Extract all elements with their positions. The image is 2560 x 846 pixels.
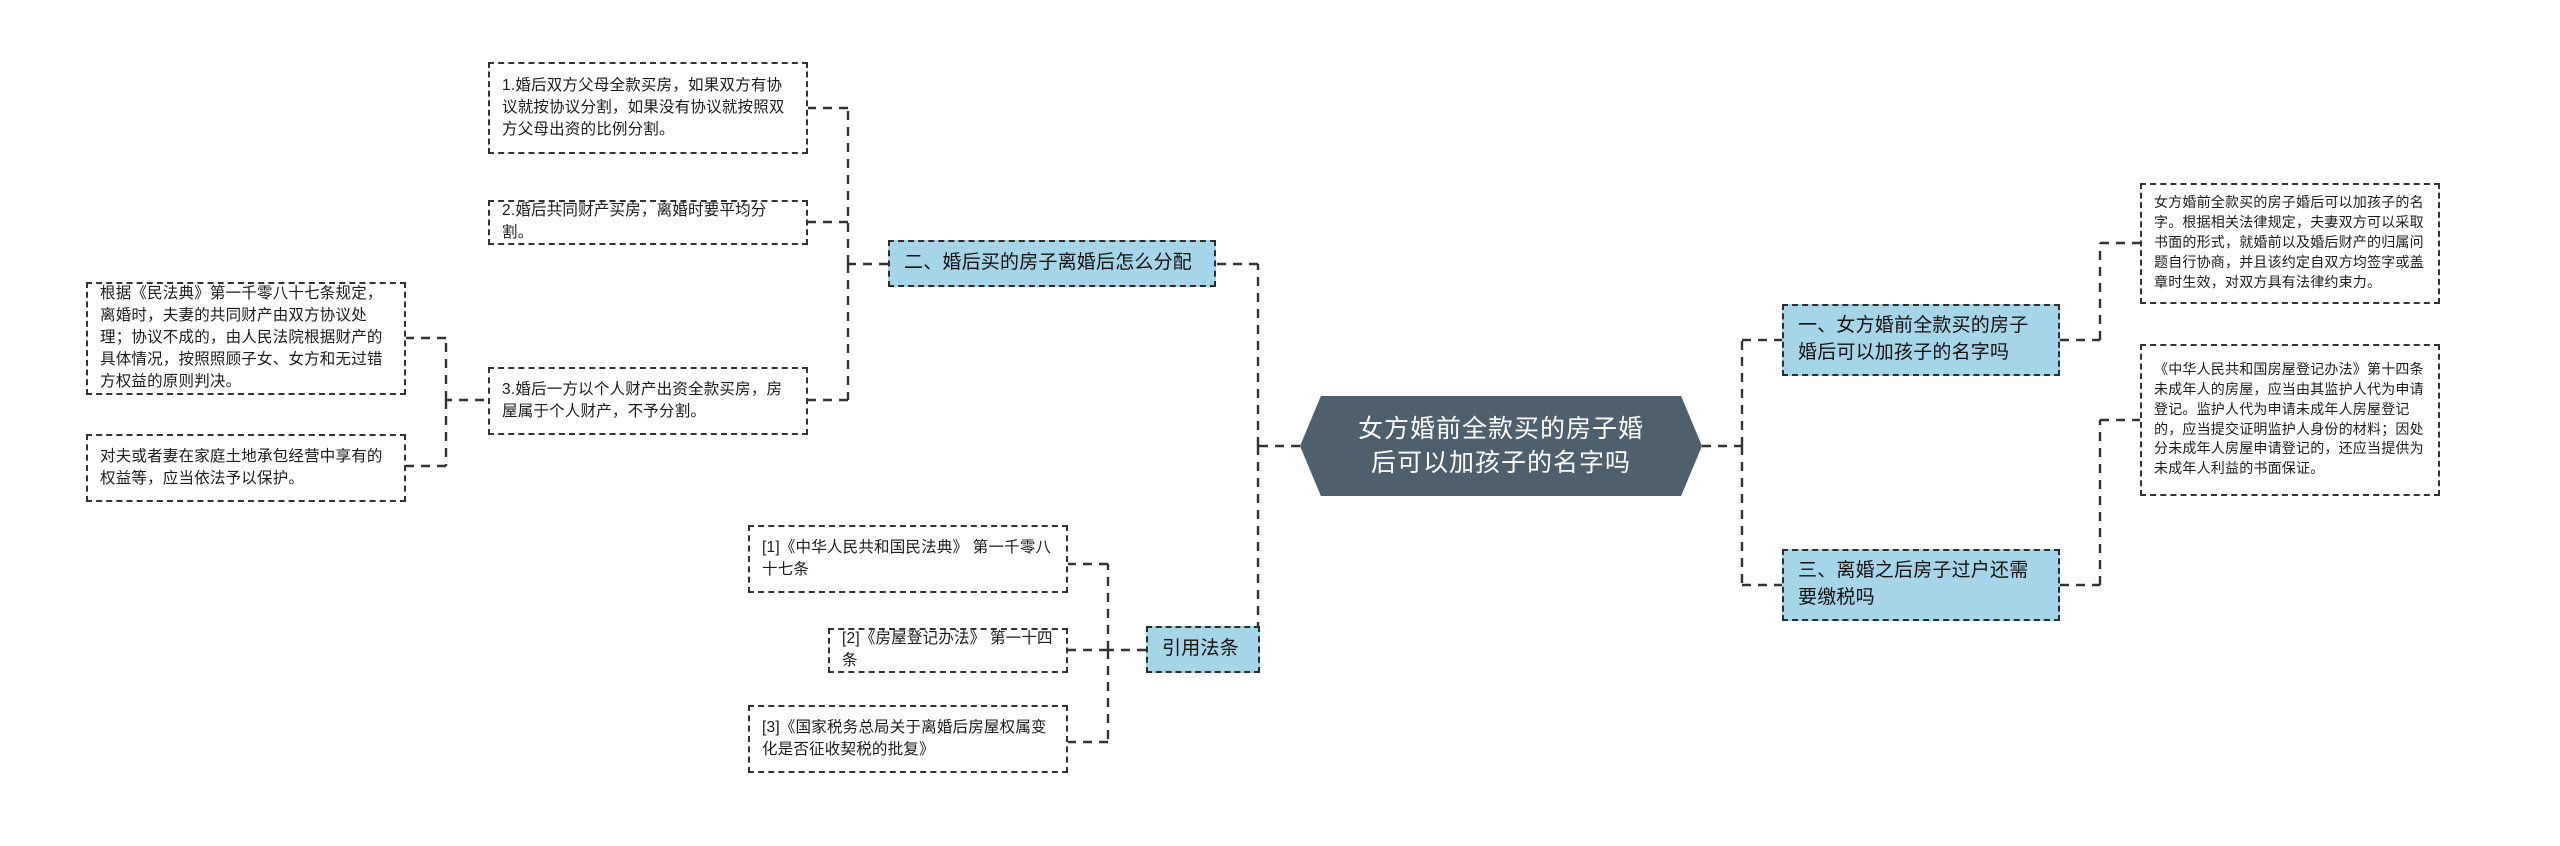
topic-node-left-2[interactable]: 引用法条 <box>1146 626 1260 673</box>
topic-node-right-2[interactable]: 三、离婚之后房子过户还需要缴税吗 <box>1782 549 2060 621</box>
detail-node-left-1-1[interactable]: 1.婚后双方父母全款买房，如果双方有协议就按协议分割，如果没有协议就按照双方父母… <box>488 62 808 154</box>
topic-node-left-1-label: 二、婚后买的房子离婚后怎么分配 <box>904 251 1193 273</box>
citation-node-2[interactable]: [2]《房屋登记办法》 第一十四条 <box>828 628 1068 673</box>
detail-node-left-1-1-text: 1.婚后双方父母全款买房，如果双方有协议就按协议分割，如果没有协议就按照双方父母… <box>502 76 785 138</box>
note-node-far-left-2-text: 对夫或者妻在家庭土地承包经营中享有的权益等，应当依法予以保护。 <box>100 447 383 487</box>
citation-node-1[interactable]: [1]《中华人民共和国民法典》 第一千零八十七条 <box>748 525 1068 593</box>
detail-node-right-2-1[interactable]: 《中华人民共和国房屋登记办法》第十四条未成年人的房屋，应当由其监护人代为申请登记… <box>2140 344 2440 496</box>
topic-node-right-2-label: 三、离婚之后房子过户还需要缴税吗 <box>1798 559 2029 608</box>
detail-node-left-1-2[interactable]: 2.婚后共同财产买房，离婚时要平均分割。 <box>488 200 808 245</box>
citation-node-3[interactable]: [3]《国家税务总局关于离婚后房屋权属变化是否征收契税的批复》 <box>748 705 1068 773</box>
citation-node-1-text: [1]《中华人民共和国民法典》 第一千零八十七条 <box>762 538 1052 578</box>
detail-node-right-1-1[interactable]: 女方婚前全款买的房子婚后可以加孩子的名字。根据相关法律规定，夫妻双方可以采取书面… <box>2140 183 2440 304</box>
note-node-far-left-2[interactable]: 对夫或者妻在家庭土地承包经营中享有的权益等，应当依法予以保护。 <box>86 434 406 502</box>
topic-node-left-2-label: 引用法条 <box>1162 637 1239 659</box>
detail-node-left-1-3-text: 3.婚后一方以个人财产出资全款买房，房屋属于个人财产，不予分割。 <box>502 380 783 420</box>
detail-node-right-2-1-text: 《中华人民共和国房屋登记办法》第十四条未成年人的房屋，应当由其监护人代为申请登记… <box>2154 360 2424 477</box>
detail-node-right-1-1-text: 女方婚前全款买的房子婚后可以加孩子的名字。根据相关法律规定，夫妻双方可以采取书面… <box>2154 194 2424 290</box>
citation-node-3-text: [3]《国家税务总局关于离婚后房屋权属变化是否征收契税的批复》 <box>762 718 1047 758</box>
topic-node-right-1-label: 一、女方婚前全款买的房子婚后可以加孩子的名字吗 <box>1798 314 2029 363</box>
root-node[interactable]: 女方婚前全款买的房子婚 后可以加孩子的名字吗 <box>1300 396 1702 496</box>
root-node-label: 女方婚前全款买的房子婚 后可以加孩子的名字吗 <box>1357 414 1644 478</box>
note-node-far-left-1-text: 根据《民法典》第一千零八十七条规定，离婚时，夫妻的共同财产由双方协议处理；协议不… <box>100 285 383 390</box>
topic-node-left-1[interactable]: 二、婚后买的房子离婚后怎么分配 <box>888 240 1216 287</box>
detail-node-left-1-2-text: 2.婚后共同财产买房，离婚时要平均分割。 <box>502 202 767 241</box>
citation-node-2-text: [2]《房屋登记办法》 第一十四条 <box>842 630 1053 669</box>
detail-node-left-1-3[interactable]: 3.婚后一方以个人财产出资全款买房，房屋属于个人财产，不予分割。 <box>488 367 808 435</box>
note-node-far-left-1[interactable]: 根据《民法典》第一千零八十七条规定，离婚时，夫妻的共同财产由双方协议处理；协议不… <box>86 282 406 395</box>
topic-node-right-1[interactable]: 一、女方婚前全款买的房子婚后可以加孩子的名字吗 <box>1782 304 2060 376</box>
